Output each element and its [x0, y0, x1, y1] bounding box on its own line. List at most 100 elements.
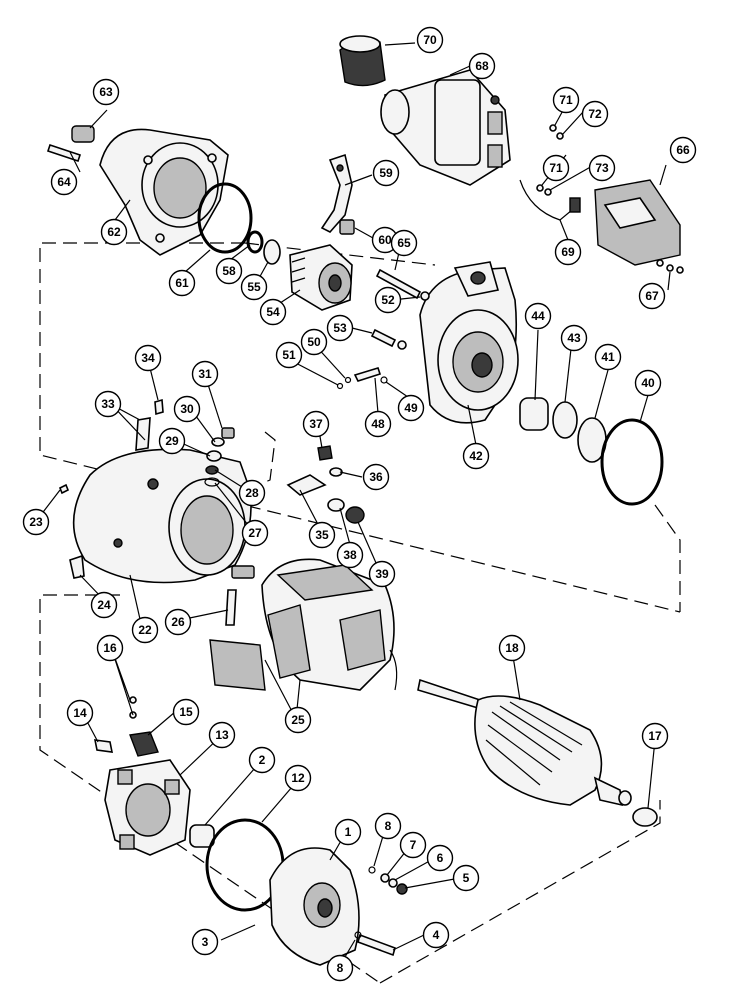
callout-c54: 54 [259, 298, 287, 326]
nut-67b [666, 264, 674, 272]
housing-bolt [46, 143, 82, 163]
callout-label: 3 [202, 935, 209, 949]
callout-c17: 17 [641, 722, 669, 750]
callout-circle [452, 864, 480, 892]
spring-14 [93, 739, 114, 753]
washer-8b [354, 931, 362, 939]
callout-circle [364, 410, 392, 438]
callout-c49: 49 [397, 394, 425, 422]
callout-label: 1 [345, 825, 352, 839]
callout-circle [336, 541, 364, 569]
through-bolt [357, 933, 396, 957]
callout-circle [560, 324, 588, 352]
screw-24 [69, 554, 85, 579]
callout-circle [669, 136, 697, 164]
callout-c63: 63 [92, 78, 120, 106]
callout-circle [191, 928, 219, 956]
callout-circle [158, 427, 186, 455]
callout-label: 37 [309, 417, 323, 431]
callout-c16: 16 [96, 634, 124, 662]
washer-6 [388, 878, 398, 888]
callout-circle [422, 921, 450, 949]
callout-circle [94, 390, 122, 418]
callout-c58: 58 [215, 257, 243, 285]
callout-circle [426, 844, 454, 872]
callout-circle [66, 699, 94, 727]
callout-label: 72 [588, 107, 602, 121]
callout-c34: 34 [134, 344, 162, 372]
callout-circle [468, 52, 496, 80]
callout-c71b: 71 [542, 154, 570, 182]
callout-label: 34 [141, 351, 155, 365]
callout-c71a: 71 [552, 86, 580, 114]
nut-72 [556, 132, 564, 140]
callout-circle [588, 154, 616, 182]
callout-circle [131, 616, 159, 644]
callout-label: 68 [475, 59, 489, 73]
callout-label: 70 [423, 33, 437, 47]
callout-circle [248, 746, 276, 774]
o-ring-frame [600, 418, 664, 506]
callout-c55: 55 [240, 273, 268, 301]
callout-label: 15 [179, 705, 193, 719]
callout-c70: 70 [416, 26, 444, 54]
callout-label: 38 [343, 548, 357, 562]
callout-c28: 28 [238, 479, 266, 507]
callout-c69: 69 [554, 238, 582, 266]
callout-label: 27 [248, 526, 262, 540]
callout-label: 6 [437, 851, 444, 865]
callout-circle [634, 369, 662, 397]
screw-16a [129, 696, 137, 704]
callout-label: 43 [567, 331, 581, 345]
lead-wire [519, 179, 573, 221]
callout-c4: 4 [422, 921, 450, 949]
callout-label: 35 [315, 528, 329, 542]
callout-circle [191, 360, 219, 388]
callout-circle [164, 608, 192, 636]
callout-circle [259, 298, 287, 326]
armature [417, 678, 632, 807]
callout-label: 73 [595, 161, 609, 175]
nut-67c [676, 266, 684, 274]
washer-30 [211, 437, 225, 447]
callout-label: 61 [175, 276, 189, 290]
pole-shoe [209, 639, 266, 691]
callout-circle [50, 168, 78, 196]
callout-c50: 50 [300, 328, 328, 356]
callout-circle [326, 954, 354, 982]
callout-c12: 12 [284, 764, 312, 792]
callout-c37: 37 [302, 410, 330, 438]
callout-label: 62 [107, 225, 121, 239]
callout-c18: 18 [498, 634, 526, 662]
callout-circle [416, 26, 444, 54]
callout-circle [302, 410, 330, 438]
washer-7 [380, 873, 390, 883]
callout-c3: 3 [191, 928, 219, 956]
nut-52 [397, 340, 407, 350]
callout-c27: 27 [241, 519, 269, 547]
callout-label: 5 [463, 871, 470, 885]
washer-51 [336, 382, 344, 390]
callout-circle [100, 218, 128, 246]
callout-label: 22 [138, 623, 152, 637]
callout-label: 24 [97, 598, 111, 612]
callout-circle [284, 706, 312, 734]
callout-circle [22, 508, 50, 536]
commutator-end-frame [419, 261, 519, 424]
callout-c64: 64 [50, 168, 78, 196]
callout-c8a: 8 [374, 812, 402, 840]
lever-pad [339, 219, 355, 235]
callout-label: 25 [291, 713, 305, 727]
callout-c66: 66 [669, 136, 697, 164]
callout-label: 40 [641, 376, 655, 390]
callout-c13: 13 [208, 721, 236, 749]
callout-circle [552, 86, 580, 114]
callout-label: 71 [559, 93, 573, 107]
screw-34 [154, 398, 164, 416]
callout-label: 50 [307, 335, 321, 349]
callout-c43: 43 [560, 324, 588, 352]
callout-c23: 23 [22, 508, 50, 536]
callout-circle [594, 343, 622, 371]
washer-29 [206, 450, 222, 462]
seal [552, 401, 578, 439]
